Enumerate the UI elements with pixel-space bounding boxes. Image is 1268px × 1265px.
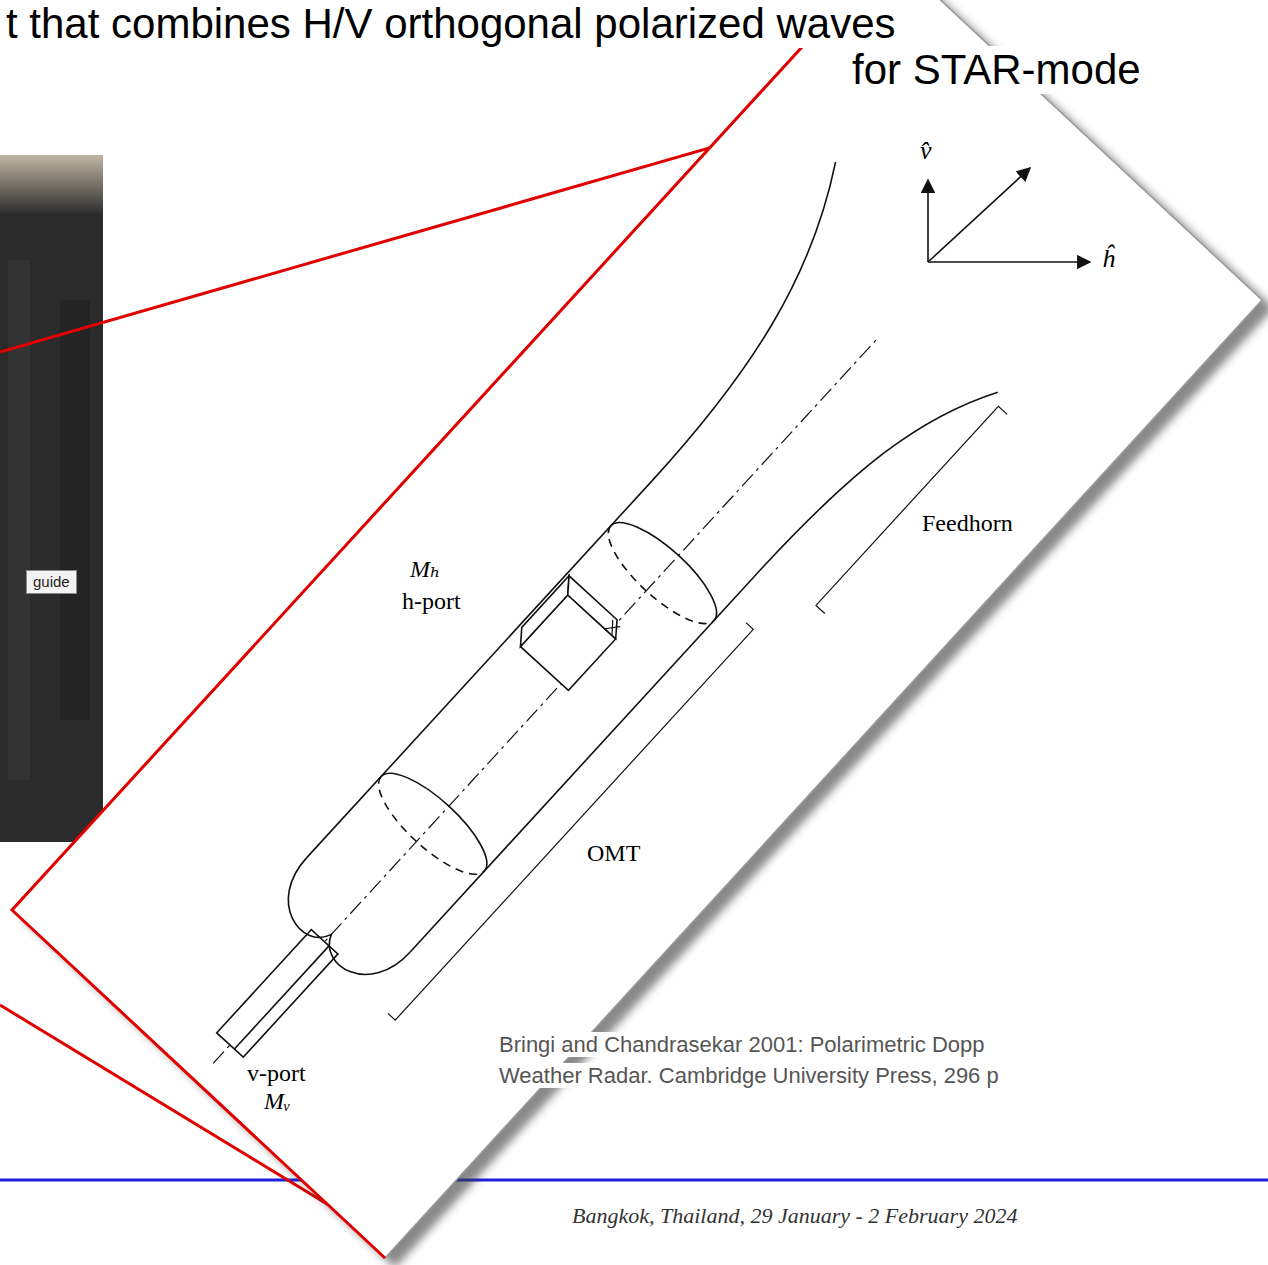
part-name: OMT [585,840,642,868]
slide-title-continuation-slot: for STAR-mode [850,46,1143,94]
zoom-frame [12,0,1262,1258]
part-name-slot: Feedhorn [920,510,1015,538]
axis-cross-mark [605,620,620,636]
tag-text: guide [33,573,70,591]
citation-slot: Bringi and Chandrasekar 2001: Polarimetr… [497,1032,986,1057]
citation: Bringi and Chandrasekar 2001: Polarimetr… [497,1032,986,1057]
port-symbol: Mᵥ [262,1088,293,1116]
feedhorn-wall [755,355,998,613]
v-axis-arrow [927,180,929,262]
citation-slot: Weather Radar. Cambridge University Pres… [497,1063,1001,1088]
axis-label-slot: ĥ [1100,244,1117,274]
port-symbol-slot: Mₕ [408,556,442,584]
v-port-waveguide [217,930,338,1058]
port-symbol-slot: Mᵥ [262,1088,293,1116]
photo-shade [8,260,30,780]
propagation-arrow [928,168,1030,262]
port-name: h-port [400,588,463,616]
port-symbol: Mₕ [408,556,442,584]
cross-section-ring [381,759,500,871]
cross-section-ring-hidden [595,526,714,638]
footer-rule [0,1179,1268,1182]
slide-title-continuation: for STAR-mode [850,46,1143,94]
h-port-side-face [559,576,626,639]
h-axis-arrow [928,261,1090,263]
axis-label: v̂ [918,136,934,166]
waveguide-photo [0,155,103,842]
port-name: v-port [245,1060,308,1088]
photo-shade [60,300,90,720]
part-name-slot: OMT [585,840,642,868]
center-axis [213,337,878,1063]
port-name-slot: v-port [245,1060,308,1088]
part-name: Feedhorn [920,510,1015,538]
cross-section-ring [611,508,730,620]
photo-tag: guide [26,570,77,594]
omt-drawing [103,162,1055,1163]
feedhorn-wall [592,162,894,481]
footer-note-slot: Bangkok, Thailand, 29 January - 2 Februa… [570,1203,1019,1228]
tube-wall [410,576,755,952]
slide-title-slot: t that combines H/V orthogonal polarized… [4,0,898,48]
footer-note: Bangkok, Thailand, 29 January - 2 Februa… [570,1203,1019,1228]
omt-bracket [388,623,753,1021]
photo-highlight [0,155,103,215]
tube-wall [307,482,652,858]
axis-label: ĥ [1100,244,1117,274]
axis-label-slot: v̂ [918,136,934,166]
cross-section-ring-hidden [365,777,484,889]
slide-title: t that combines H/V orthogonal polarized… [4,0,898,48]
tube-end-cap [268,858,410,995]
citation: Weather Radar. Cambridge University Pres… [497,1063,1001,1088]
polarization-axes [928,168,1090,262]
v-port-edge [234,946,329,1049]
port-name-slot: h-port [400,588,463,616]
